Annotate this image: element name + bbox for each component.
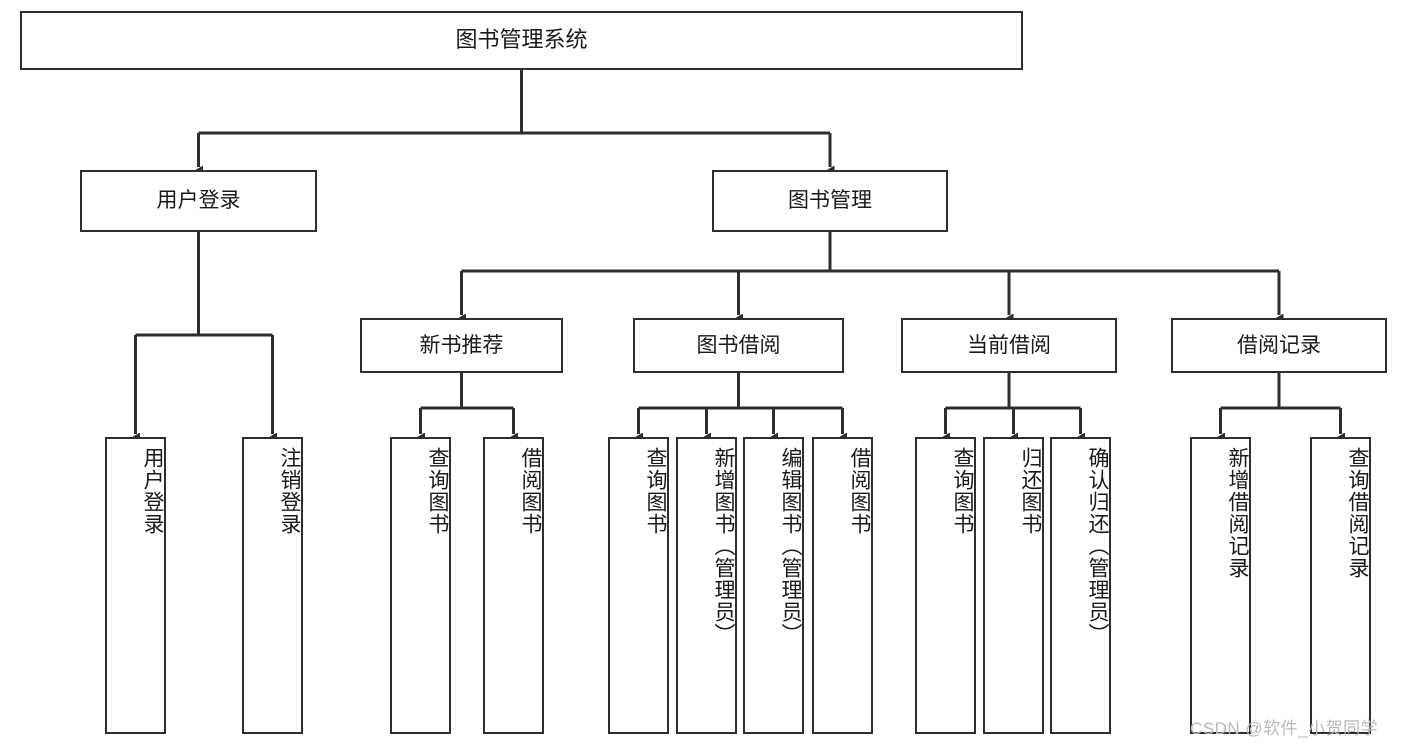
node-label: 图书管理 [788,189,872,213]
csdn-watermark: CSDN @软件_小贺同学 [1190,719,1379,738]
node-label: 当前借阅 [967,333,1051,357]
node-label: 查询图书 [644,447,667,535]
node-label: 用户登录 [156,189,241,213]
node-leaf-0[interactable]: 用户登录 [105,437,166,734]
node-label: 编辑图书（管理员） [779,447,802,645]
node-leaf-7[interactable]: 借阅图书 [812,437,873,734]
node-label: 查询图书 [426,447,449,535]
node-leaf-11[interactable]: 新增借阅记录 [1190,437,1251,734]
node-level2-3[interactable]: 借阅记录 [1171,318,1387,373]
node-leaf-1[interactable]: 注销登录 [242,437,303,734]
node-label: 图书借阅 [696,333,781,357]
node-label: 借阅图书 [848,447,871,535]
node-label: 图书管理系统 [455,27,588,53]
node-leaf-5[interactable]: 新增图书（管理员） [676,437,737,734]
node-label: 查询借阅记录 [1346,447,1369,579]
node-level1-0[interactable]: 用户登录 [80,170,317,232]
node-label: 用户登录 [141,447,164,535]
node-label: 注销登录 [278,447,301,535]
node-label: 新书推荐 [419,333,504,357]
node-level2-2[interactable]: 当前借阅 [901,318,1117,373]
node-leaf-8[interactable]: 查询图书 [915,437,976,734]
node-label: 借阅图书 [519,447,542,535]
node-leaf-6[interactable]: 编辑图书（管理员） [743,437,804,734]
node-leaf-3[interactable]: 借阅图书 [483,437,544,734]
node-label: 查询图书 [951,447,974,535]
node-leaf-9[interactable]: 归还图书 [983,437,1044,734]
node-leaf-10[interactable]: 确认归还（管理员） [1050,437,1111,734]
node-label: 新增图书（管理员） [712,447,735,645]
node-label: 借阅记录 [1237,333,1321,357]
node-level2-1[interactable]: 图书借阅 [633,318,844,373]
node-label: 新增借阅记录 [1226,447,1249,579]
node-leaf-4[interactable]: 查询图书 [608,437,669,734]
node-level2-0[interactable]: 新书推荐 [360,318,563,373]
node-level1-1[interactable]: 图书管理 [712,170,948,232]
node-leaf-12[interactable]: 查询借阅记录 [1310,437,1371,734]
node-label: 确认归还（管理员） [1086,447,1109,645]
node-label: 归还图书 [1019,447,1042,535]
node-root-图书管理系统[interactable]: 图书管理系统 [20,11,1023,70]
node-leaf-2[interactable]: 查询图书 [390,437,451,734]
